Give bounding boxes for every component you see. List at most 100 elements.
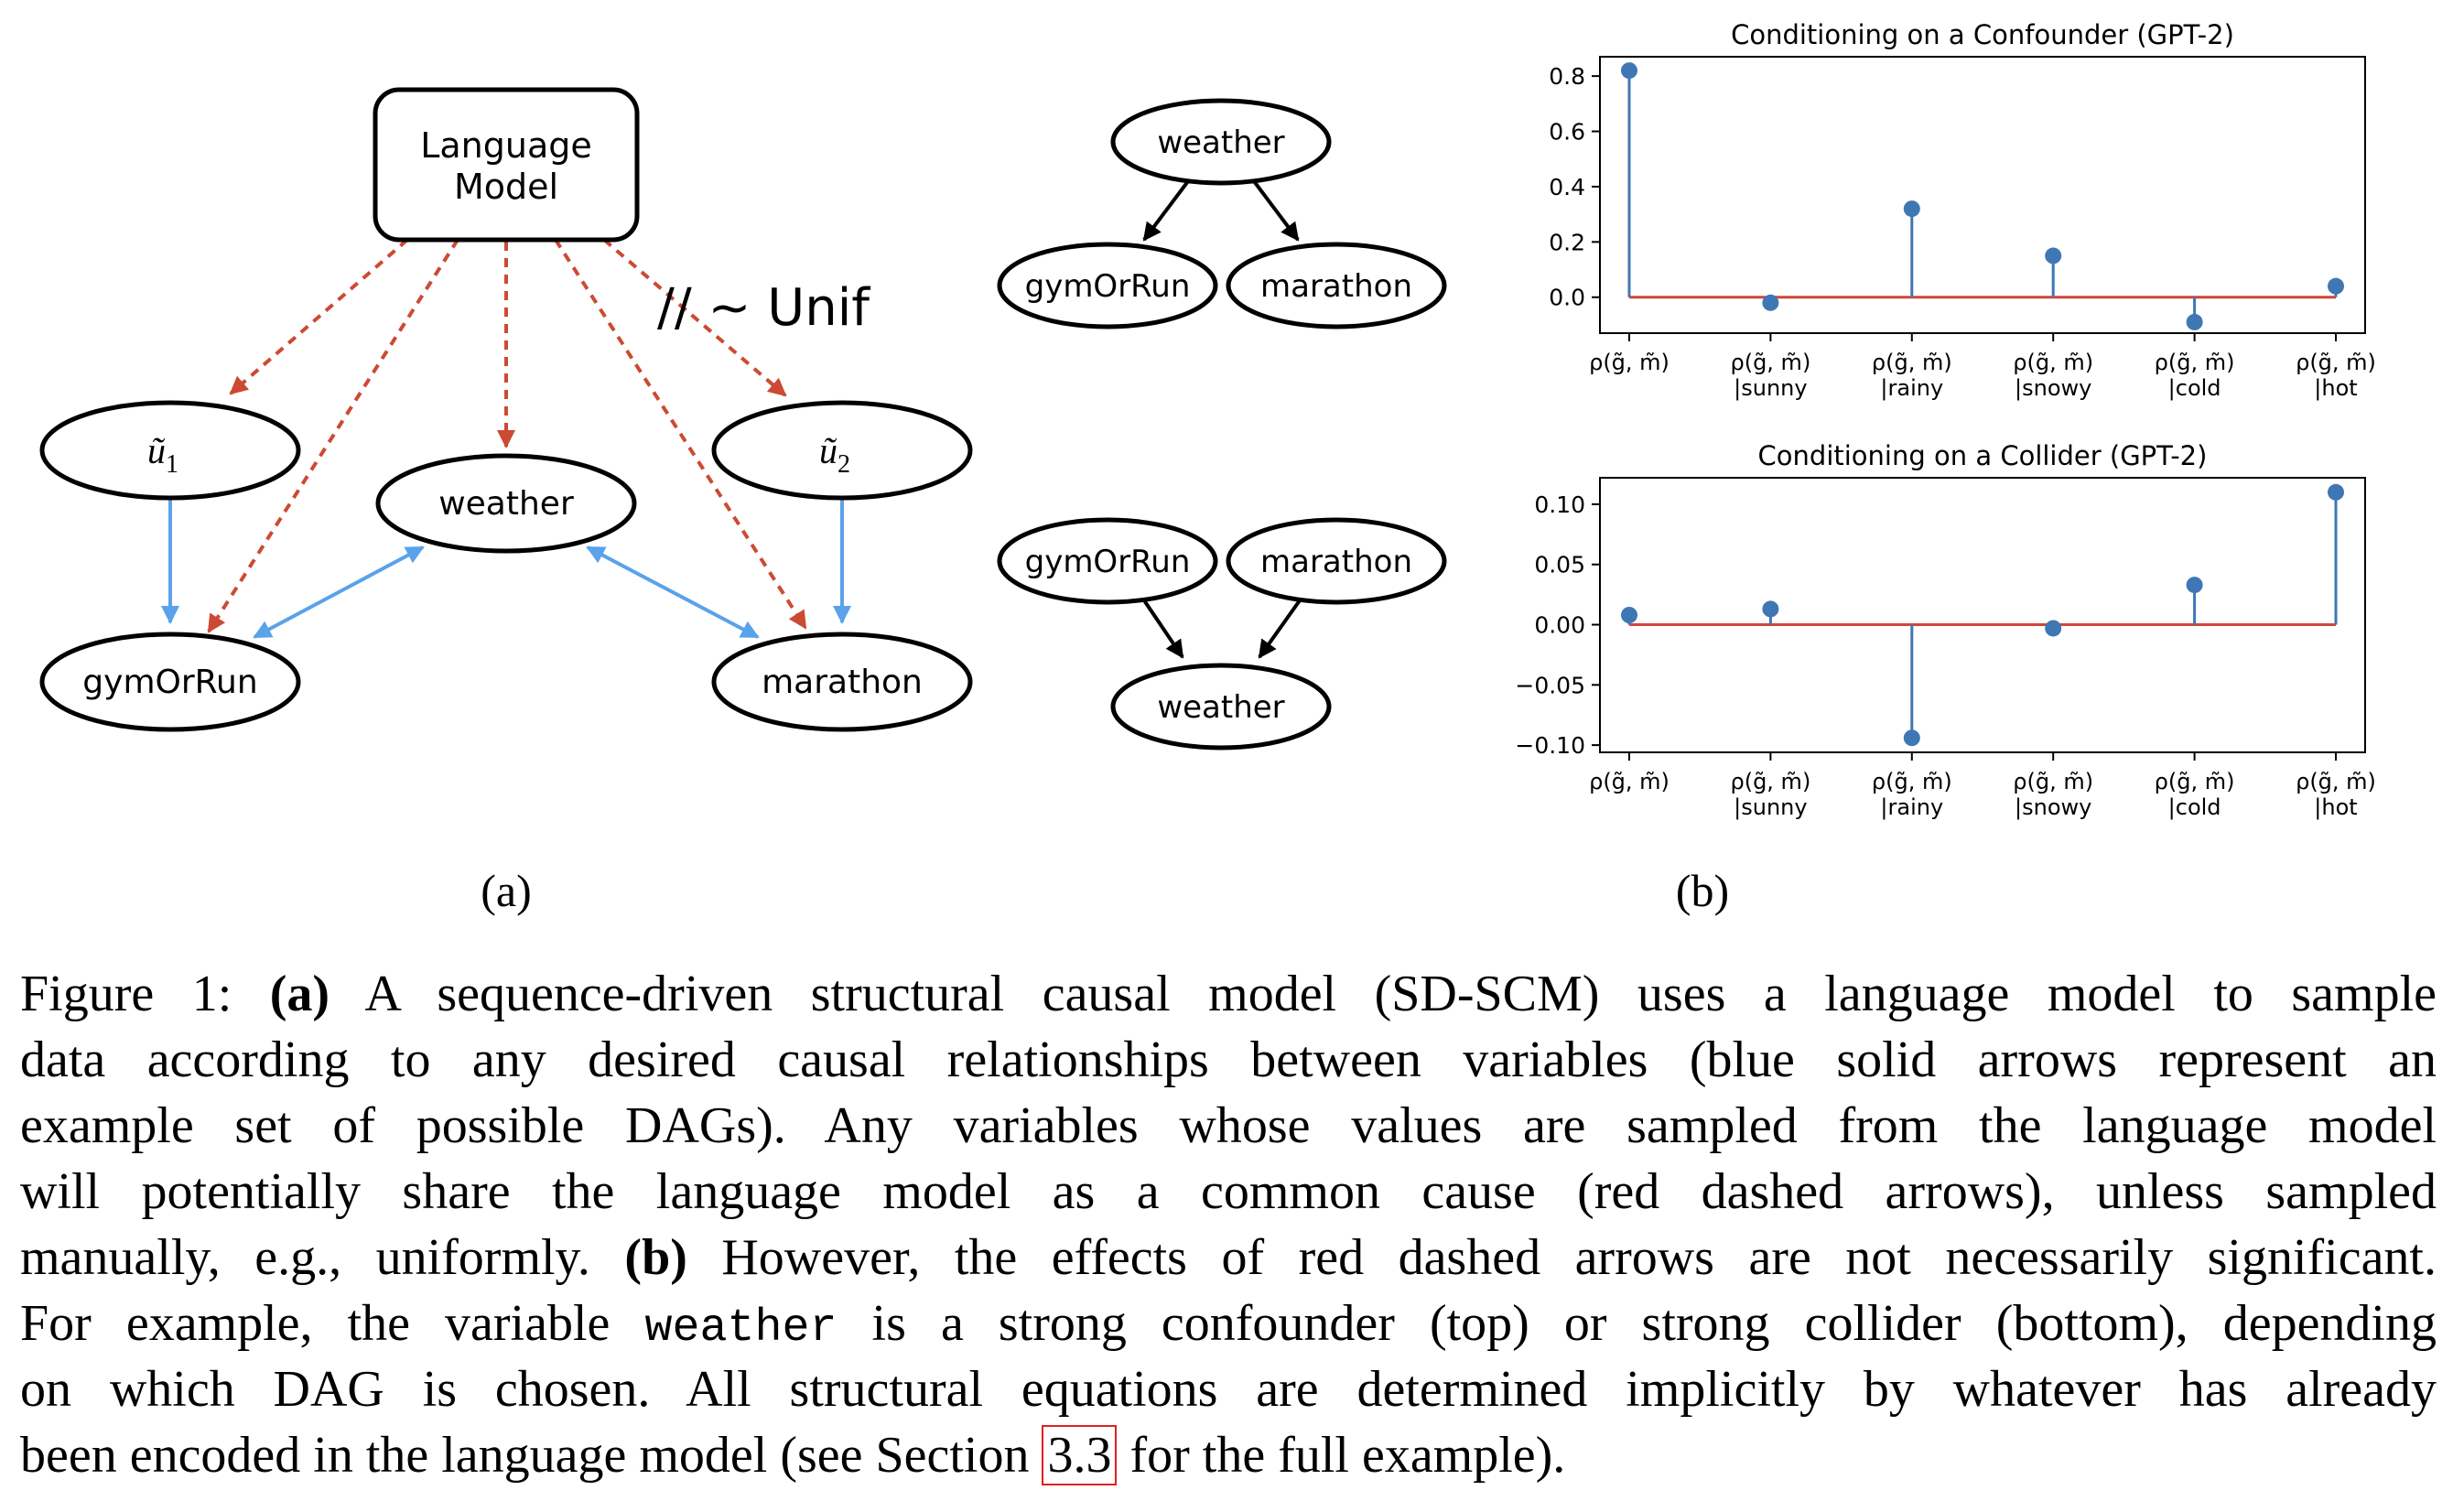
x-tick-label: ρ(g̃, m̃) (2155, 350, 2235, 375)
x-tick-label: |sunny (1734, 794, 1807, 820)
caption-line-7: on which DAG is chosen. All structural e… (20, 1361, 2437, 1418)
stem-marker (2328, 277, 2344, 295)
edge-lm-gym (207, 238, 459, 633)
weather-label: weather (438, 485, 574, 523)
y-tick-label: −0.05 (1515, 672, 1585, 698)
stem-marker (2328, 483, 2344, 501)
panel-b-caption-label: (b) (1676, 865, 1729, 916)
edge-weather-marathon (586, 545, 760, 639)
dag-bottom-gym-node (997, 517, 1218, 605)
dag-confounder: weather gymOrRun marathon (997, 98, 1447, 329)
stem-marker (1762, 600, 1779, 618)
panel-a-diagram: Language Model ũ1 ũ2 weather gymOrRun ma… (39, 87, 973, 916)
blue-solid-edges (161, 496, 851, 639)
x-tick-label: |hot (2314, 375, 2357, 401)
dag-bottom-weather-node (1110, 663, 1332, 751)
x-tick-label: |sunny (1734, 375, 1807, 401)
u2-label: ũ2 (819, 430, 850, 479)
gymorrun-node (39, 632, 301, 732)
x-tick-label: ρ(g̃, m̃) (2013, 350, 2093, 375)
x-tick-label: |cold (2168, 375, 2221, 401)
dag-top-weather-node (1110, 98, 1332, 186)
x-tick-label: |rainy (1880, 375, 1943, 401)
x-tick-label: ρ(g̃, m̃) (1589, 350, 1670, 375)
weather-node (375, 453, 637, 554)
caption-line-8: been encoded in the language model (see … (20, 1425, 1566, 1485)
x-tick-label: ρ(g̃, m̃) (1730, 769, 1810, 794)
edge-weather-gym (253, 545, 425, 639)
chart-title: Conditioning on a Confounder (GPT-2) (1731, 19, 2234, 50)
y-tick-label: 0.8 (1549, 63, 1585, 90)
caption-line-4: will potentially share the language mode… (20, 1163, 2437, 1220)
section-ref-link[interactable]: 3.3 (1042, 1425, 1118, 1485)
edge-weather-gym-top (1142, 179, 1190, 242)
language-model-label-line2: Model (454, 167, 558, 207)
x-tick-label: ρ(g̃, m̃) (1730, 350, 1810, 375)
red-dashed-edges (207, 238, 807, 633)
dag-top-marathon-node (1226, 242, 1447, 329)
edge-weather-marathon-top (1252, 179, 1300, 242)
y-tick-label: −0.10 (1515, 732, 1585, 759)
x-tick-label: ρ(g̃, m̃) (2013, 769, 2093, 794)
x-tick-label: |hot (2314, 794, 2357, 820)
stem-marker (1903, 200, 1920, 218)
plot-frame (1599, 477, 2366, 753)
stem-marker (2186, 313, 2203, 330)
stem-marker (2186, 577, 2203, 594)
chart-title: Conditioning on a Collider (GPT-2) (1758, 440, 2208, 471)
unif-annotation: // ~ Unif (657, 278, 870, 338)
edge-gym-weather-bottom (1142, 599, 1184, 659)
y-tick-label: 0.2 (1549, 229, 1585, 255)
y-tick-label: 0.10 (1534, 491, 1585, 518)
x-tick-label: |rainy (1880, 794, 1943, 820)
figure-caption: Figure 1: (a) A sequence-driven structur… (20, 961, 2437, 1488)
x-tick-label: ρ(g̃, m̃) (2296, 350, 2376, 375)
marathon-node (711, 632, 973, 732)
stem-marker (1621, 607, 1637, 623)
x-tick-label: ρ(g̃, m̃) (1872, 350, 1952, 375)
marathon-label: marathon (762, 664, 923, 701)
x-tick-label: |snowy (2015, 794, 2091, 820)
gymorrun-label: gymOrRun (82, 664, 257, 701)
stem-marker (1621, 62, 1637, 80)
edge-lm-marathon (554, 238, 807, 630)
x-tick-label: |cold (2168, 794, 2221, 820)
stem-marker (1903, 729, 1920, 747)
caption-line-2: data according to any desired causal rel… (20, 1031, 2437, 1088)
dag-bottom-marathon-node (1226, 517, 1447, 605)
caption-line-1: Figure 1: (a) A sequence-driven structur… (20, 966, 2437, 1022)
y-tick-label: 0.05 (1534, 552, 1585, 578)
y-tick-label: 0.00 (1534, 612, 1585, 639)
u2-node (711, 400, 973, 501)
dag-top-gym-node (997, 242, 1218, 329)
dag-bottom-marathon-label: marathon (1260, 544, 1412, 580)
confounder-stem-chart: Conditioning on a Confounder (GPT-2) 0.0 0… (1549, 19, 2376, 401)
y-tick-label: 0.4 (1549, 174, 1585, 200)
y-tick-label: 0.0 (1549, 285, 1585, 311)
u1-node (39, 400, 301, 501)
x-tick-label: ρ(g̃, m̃) (2155, 769, 2235, 794)
language-model-label-line1: Language (420, 125, 592, 166)
x-tick-label: |snowy (2015, 375, 2091, 401)
edge-lm-u1 (229, 238, 409, 395)
dag-bottom-weather-label: weather (1157, 689, 1284, 726)
stem-marker (1762, 294, 1779, 311)
x-tick-label: ρ(g̃, m̃) (1589, 769, 1670, 794)
plot-frame (1599, 56, 2366, 334)
dag-collider: gymOrRun marathon weather (997, 517, 1447, 751)
edge-lm-u2 (602, 238, 787, 397)
language-model-node (373, 87, 640, 243)
collider-stem-chart: Conditioning on a Collider (GPT-2) −0.10 −… (1515, 440, 2376, 820)
stem-marker (2045, 620, 2062, 637)
weather-code-token: weather (644, 1302, 837, 1355)
dag-top-gym-label: gymOrRun (1025, 268, 1191, 305)
u1-label: ũ1 (147, 430, 178, 479)
caption-line-5: manually, e.g., uniformly. (b) However, … (20, 1229, 2437, 1286)
caption-line-6: For example, the variable weather is a s… (20, 1295, 2437, 1355)
y-tick-label: 0.6 (1549, 119, 1585, 146)
edge-marathon-weather-bottom (1258, 599, 1302, 659)
caption-line-3: example set of possible DAGs). Any varia… (20, 1097, 2437, 1154)
dag-top-weather-label: weather (1157, 124, 1284, 161)
x-tick-label: ρ(g̃, m̃) (2296, 769, 2376, 794)
